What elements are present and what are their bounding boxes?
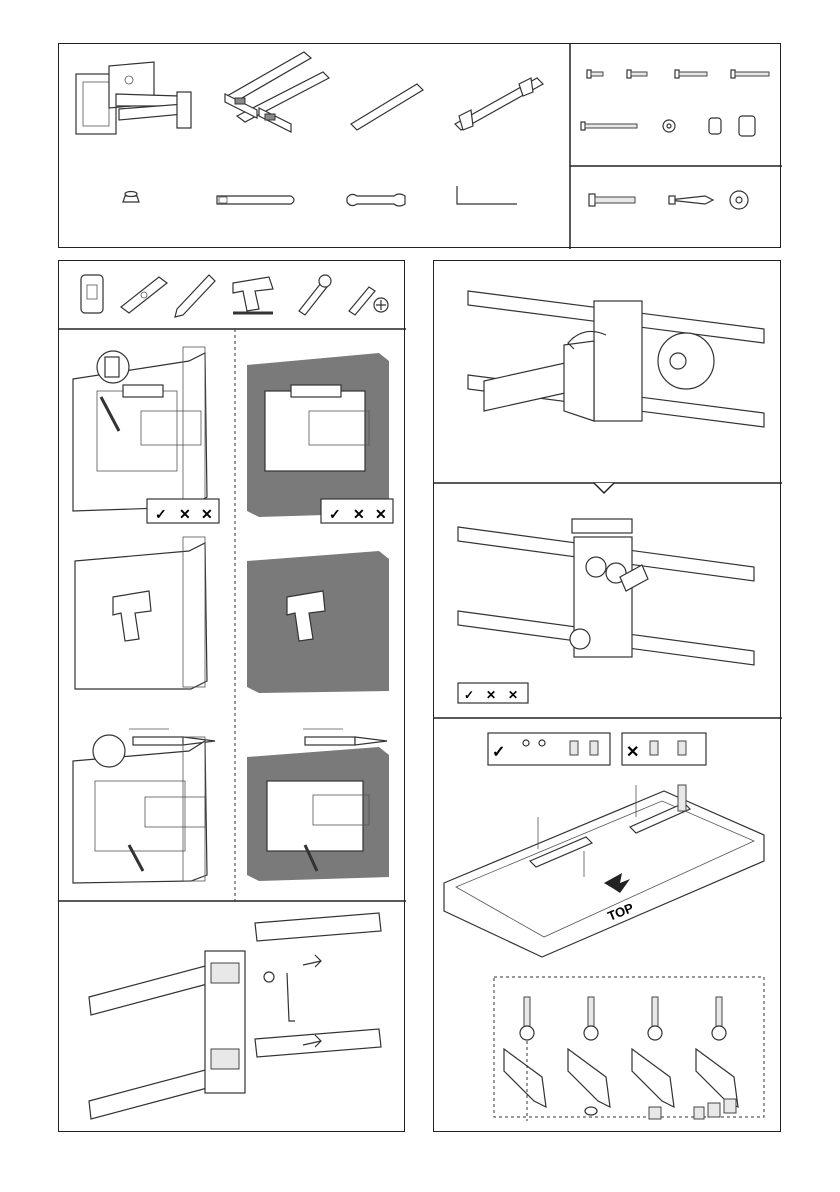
step-attach-arms (89, 913, 381, 1119)
tv-install-drawing: ✓ ✕ ✕ ✓ ✕ TOP (434, 261, 782, 1133)
vesa-rail (455, 78, 543, 130)
strap (217, 196, 294, 204)
check-ok-4: ✓ (492, 744, 505, 761)
step-attach-concrete (247, 747, 389, 881)
parts-panel (58, 43, 781, 248)
wall-mount-arm (76, 62, 191, 134)
tv-install-panel: ✓ ✕ ✕ ✓ ✕ TOP (433, 260, 781, 1132)
step-level-concrete (247, 353, 389, 517)
check-no-2: ✕ (201, 506, 213, 522)
extension-bar (351, 84, 423, 130)
wall-hardware (589, 191, 748, 209)
check-no-7: ✕ (626, 744, 639, 761)
spacer-cap (123, 192, 139, 203)
step-tv-back: ✓ ✕ TOP (444, 733, 764, 957)
step-drill-wood (75, 537, 215, 745)
drill-icon (233, 277, 273, 313)
check-no-6: ✕ (508, 688, 518, 702)
step-adjust-level: ✓ ✕ ✕ (458, 519, 754, 703)
screwdriver-icon (349, 287, 388, 315)
spacer-detail (494, 977, 764, 1121)
step-level-wood (73, 347, 207, 511)
wall-install-drawing: ✓ ✕ ✕ ✓ ✕ ✕ (59, 261, 406, 1133)
adapter-plate-set (225, 52, 329, 132)
socket-wrench-icon (299, 275, 331, 315)
check-ok-2: ✓ (329, 506, 341, 522)
parts-drawing (59, 44, 782, 249)
check-box-right: ✓ ✕ ✕ (321, 499, 393, 523)
check-no-1: ✕ (179, 506, 191, 522)
check-no-4: ✕ (375, 506, 387, 522)
allen-key (457, 186, 517, 204)
check-box-left: ✓ ✕ ✕ (147, 499, 219, 523)
wall-install-panel: ✓ ✕ ✕ ✓ ✕ ✕ (58, 260, 405, 1132)
check-ok-1: ✓ (155, 506, 167, 522)
step-attach-wood (73, 735, 207, 883)
step-drill-concrete (247, 551, 389, 745)
check-ok-3: ✓ (464, 688, 474, 702)
wrench (347, 194, 405, 206)
step-hang-plate (468, 291, 764, 427)
check-no-5: ✕ (486, 688, 496, 702)
check-no-3: ✕ (353, 506, 365, 522)
level-icon (121, 277, 167, 313)
tv-screws (581, 70, 769, 136)
stud-finder-icon (81, 275, 103, 313)
pencil-icon (175, 275, 215, 317)
